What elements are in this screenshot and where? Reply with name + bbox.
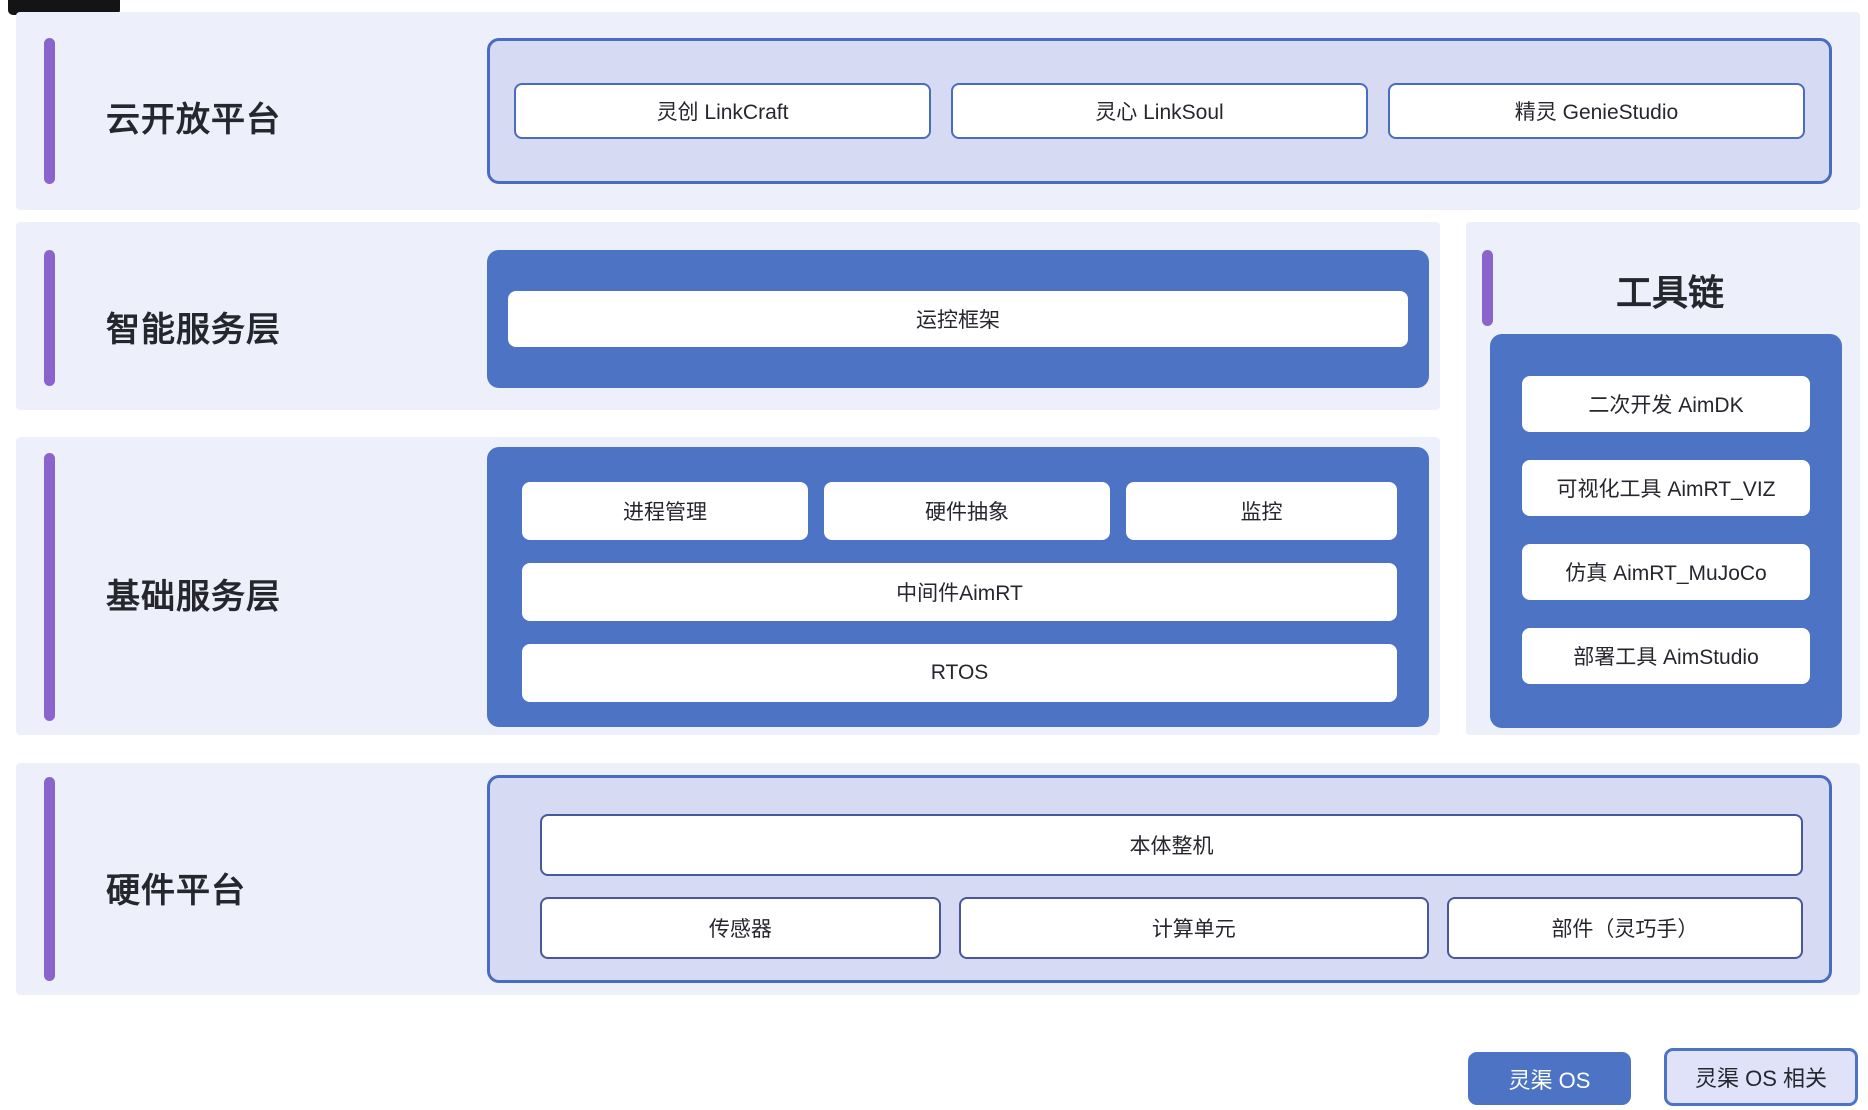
section-label-cloud-platform: 云开放平台 [106, 101, 281, 139]
section-label-basic-service: 基础服务层 [106, 578, 281, 616]
node-motion-control-framework: 运控框架 [508, 291, 1408, 347]
node-compute-unit: 计算单元 [958, 897, 1429, 959]
cloud-platform-container: 灵创 LinkCraft 灵心 LinkSoul 精灵 GenieStudio [487, 38, 1832, 184]
section-cloud-platform: 云开放平台 灵创 LinkCraft 灵心 LinkSoul 精灵 GenieS… [16, 12, 1860, 210]
basic-service-container: 进程管理 硬件抽象 监控 中间件AimRT RTOS [487, 447, 1429, 727]
toolchain-container: 二次开发 AimDK 可视化工具 AimRT_VIZ 仿真 AimRT_MuJo… [1490, 334, 1842, 728]
section-hardware-platform: 硬件平台 本体整机 传感器 计算单元 部件（灵巧手） [16, 763, 1860, 995]
section-label-intelligent-service: 智能服务层 [106, 311, 281, 349]
node-linkcraft: 灵创 LinkCraft [514, 83, 931, 139]
node-monitoring: 监控 [1125, 482, 1398, 540]
node-process-management: 进程管理 [522, 482, 808, 540]
accent-bar [44, 250, 55, 386]
section-label-toolchain: 工具链 [1616, 272, 1725, 313]
node-sensors: 传感器 [540, 897, 941, 959]
intelligent-service-container: 运控框架 [487, 250, 1429, 388]
section-toolchain: 工具链 二次开发 AimDK 可视化工具 AimRT_VIZ 仿真 AimRT_… [1466, 222, 1860, 735]
node-aimrt-viz: 可视化工具 AimRT_VIZ [1522, 460, 1810, 516]
node-rtos: RTOS [522, 644, 1397, 702]
node-linksoul: 灵心 LinkSoul [951, 83, 1368, 139]
node-aimrt-mujoco: 仿真 AimRT_MuJoCo [1522, 544, 1810, 600]
section-basic-service: 基础服务层 进程管理 硬件抽象 监控 中间件AimRT RTOS [16, 437, 1440, 735]
node-components-dexterous-hand: 部件（灵巧手） [1446, 897, 1803, 959]
section-intelligent-service: 智能服务层 运控框架 [16, 222, 1440, 410]
hardware-platform-container: 本体整机 传感器 计算单元 部件（灵巧手） [487, 775, 1832, 983]
accent-bar [44, 777, 55, 981]
legend-lingqu-os-related: 灵渠 OS 相关 [1664, 1048, 1858, 1106]
node-aimdk: 二次开发 AimDK [1522, 376, 1810, 432]
node-robot-body: 本体整机 [540, 814, 1803, 876]
accent-bar [1482, 250, 1493, 326]
node-aimstudio: 部署工具 AimStudio [1522, 628, 1810, 684]
section-label-hardware-platform: 硬件平台 [106, 872, 246, 910]
top-left-dark-chip [8, 0, 120, 15]
node-middleware-aimrt: 中间件AimRT [522, 563, 1397, 621]
accent-bar [44, 453, 55, 721]
accent-bar [44, 38, 55, 184]
legend-lingqu-os: 灵渠 OS [1468, 1052, 1631, 1105]
node-geniestudio: 精灵 GenieStudio [1388, 83, 1805, 139]
node-hardware-abstraction: 硬件抽象 [823, 482, 1110, 540]
